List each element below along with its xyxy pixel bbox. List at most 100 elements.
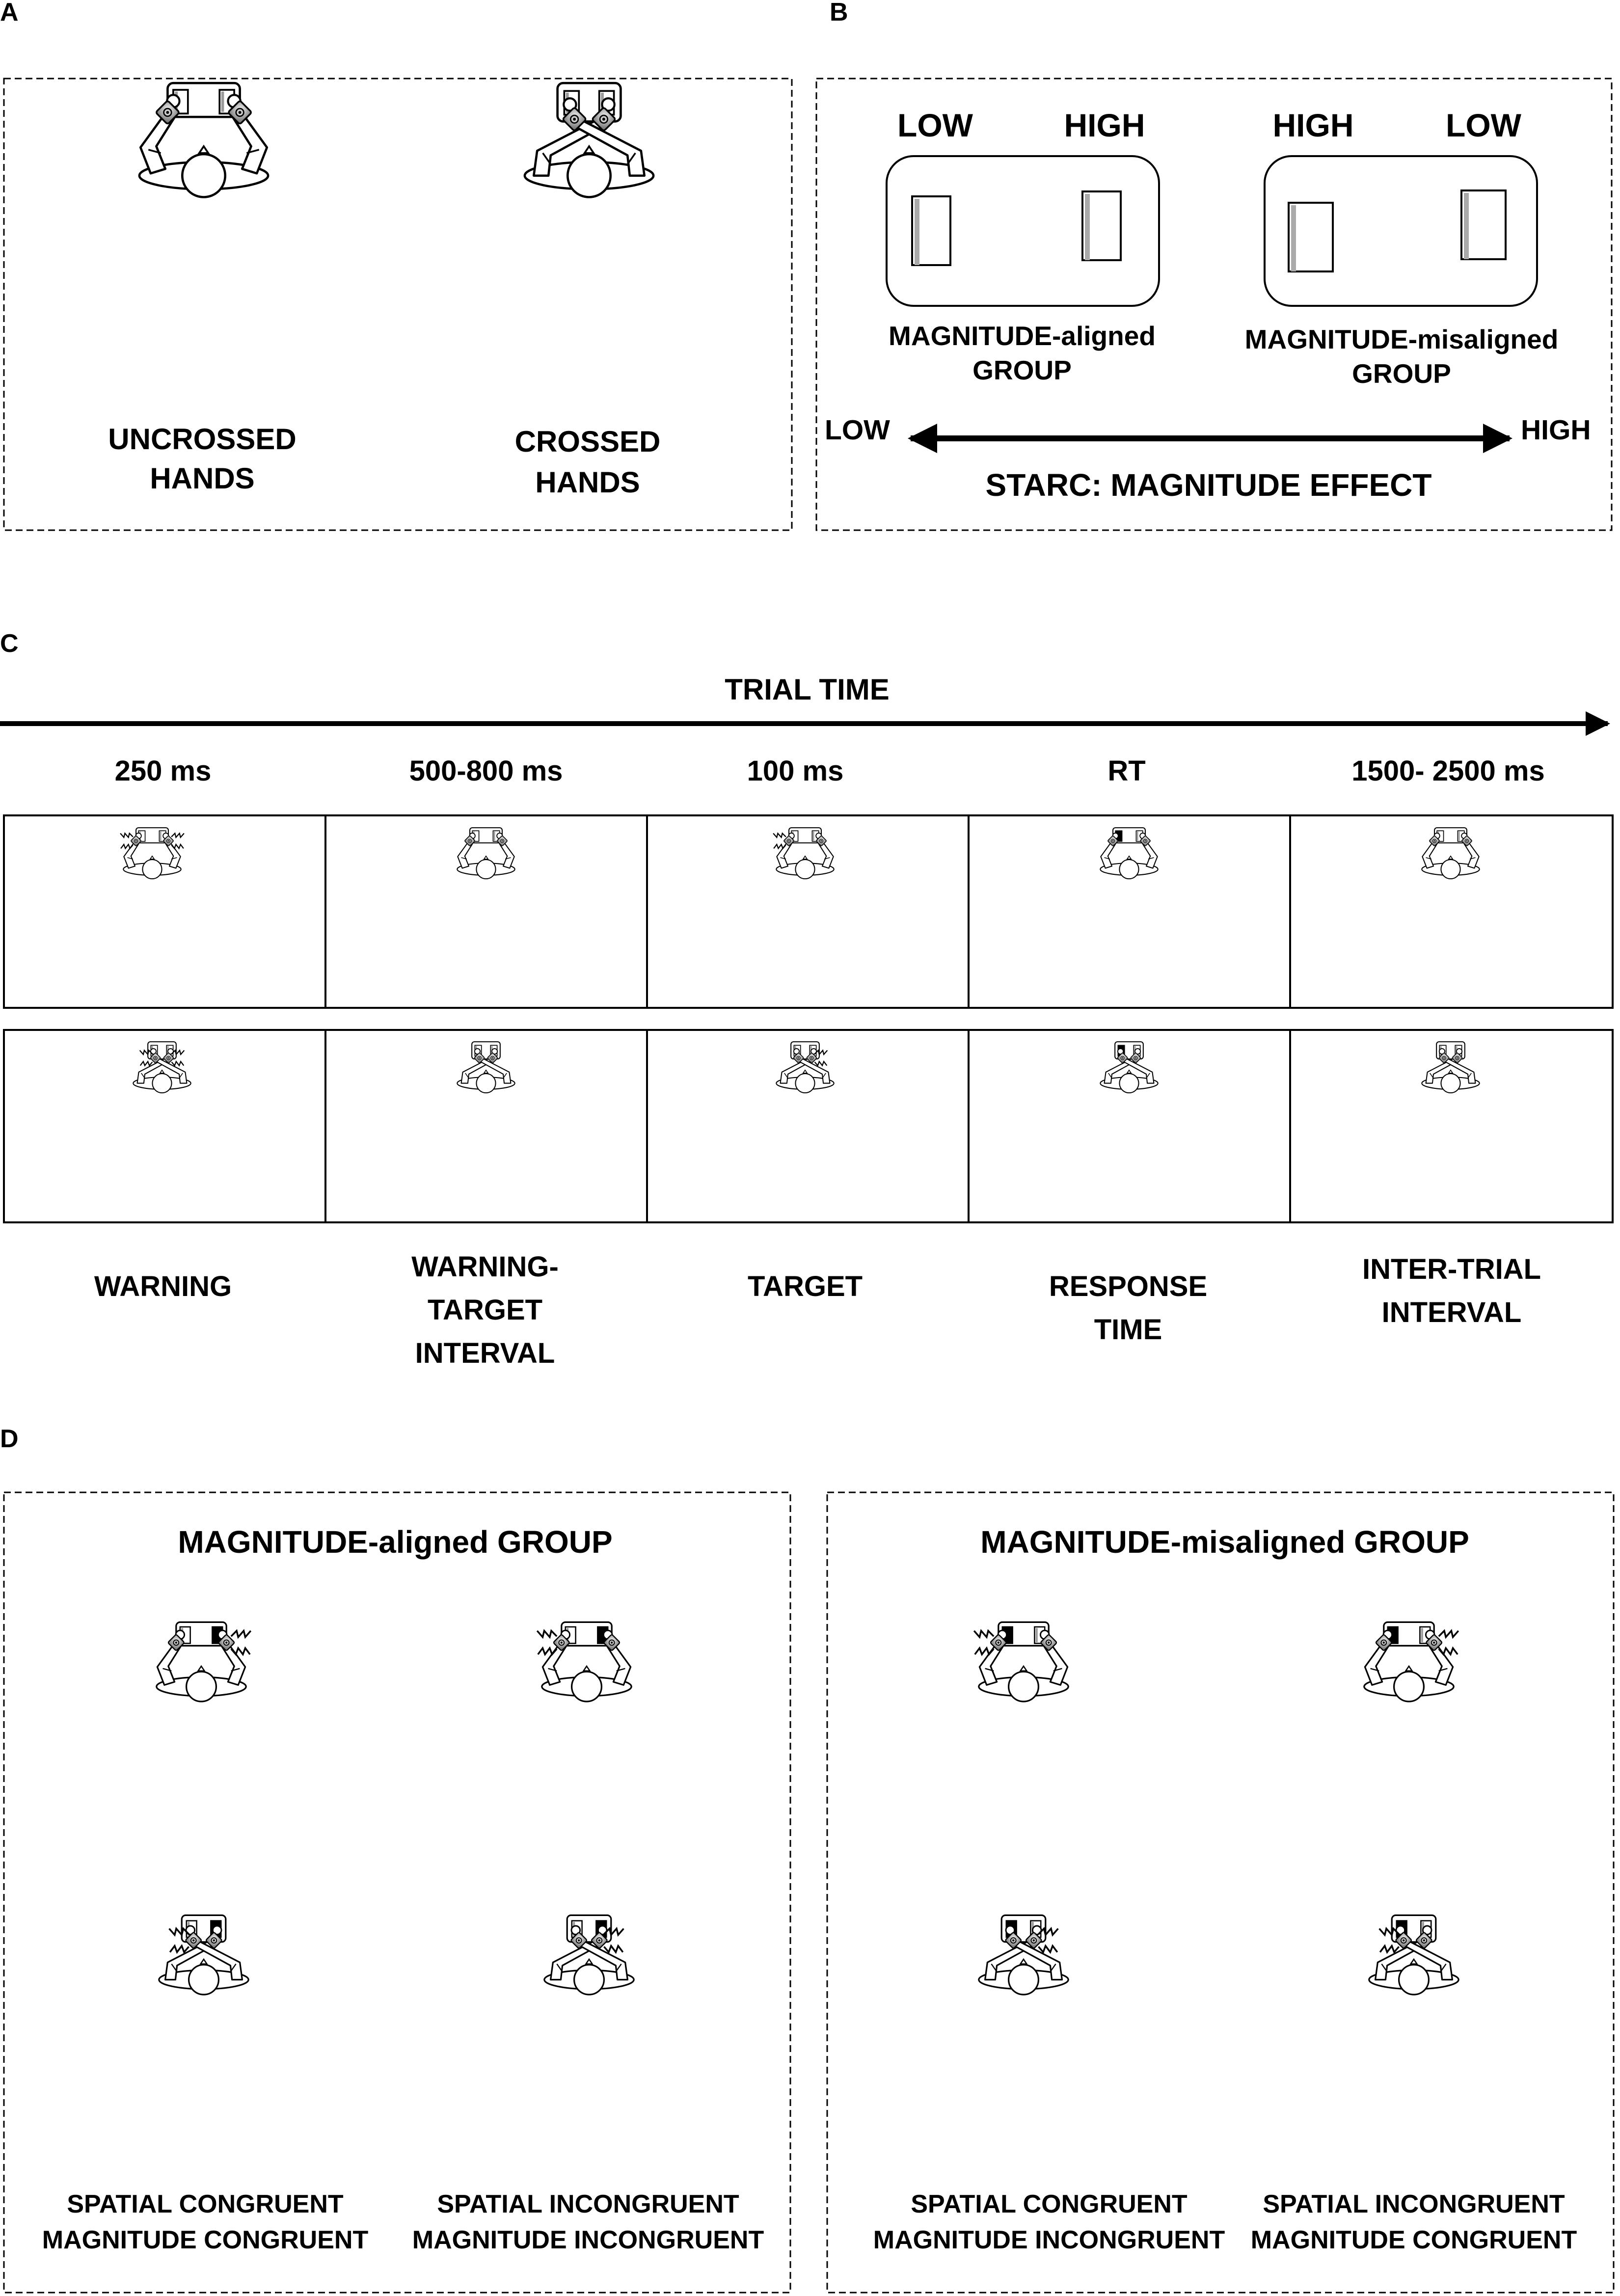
vibration-icon [230,1629,252,1639]
nose [1404,1665,1413,1672]
misaligned-group-title: MAGNITUDE-misaligned GROUP [980,1524,1469,1560]
head [152,1073,172,1094]
caption-si-mc-2: MAGNITUDE CONGRUENT [1251,2226,1577,2254]
target-crossed [776,1041,835,1094]
head [567,153,612,198]
nose [582,1665,591,1672]
nose [483,855,489,860]
vibration-icon [171,832,185,839]
timeline-frame [968,814,1291,1009]
nose [1448,1069,1454,1074]
crossed-label-2: HANDS [535,466,640,499]
nose [802,1069,808,1074]
duration-target: 100 ms [747,755,844,787]
vibration-icon [168,1926,189,1937]
panel-d-letter: D [0,1425,19,1453]
head [795,1073,815,1094]
caption-si-mc-1: SPATIAL INCONGRUENT [1263,2190,1565,2218]
caption-sc-mc-2: MAGNITUDE CONGRUENT [42,2226,369,2254]
vibration-icon [1379,1944,1400,1954]
head [476,859,496,880]
aligned-response-box [886,155,1160,307]
aligned-group-label-2: GROUP [972,355,1072,385]
misaligned-uncrossed-right-target [1363,1621,1459,1702]
target-uncrossed [773,827,835,880]
vibration-icon [171,1049,185,1056]
panel-b-letter: B [830,0,848,27]
nose [583,144,595,154]
timeline-frame [1289,1029,1614,1223]
vibration-icon [974,1646,995,1656]
aligned-crossed-right-target [543,1914,635,1996]
phase-wti-3: INTERVAL [415,1337,555,1369]
head [1119,1073,1139,1094]
response-uncrossed [1100,827,1159,880]
head [1440,1073,1461,1094]
misaligned-group-label-2: GROUP [1352,358,1451,389]
misaligned-uncrossed-left-target [973,1621,1069,1702]
vibration-icon [1038,1944,1058,1954]
nose [585,1958,594,1965]
vibration-icon [120,843,134,850]
panel-c-letter: C [0,629,19,658]
iti-uncrossed [1421,827,1480,880]
nose [1409,1958,1418,1965]
caption-sc-mi-1: SPATIAL CONGRUENT [911,2190,1188,2218]
head [1119,859,1139,880]
uncrossed-label-1: UNCROSSED [108,423,296,456]
vibration-icon [171,843,184,850]
head [573,1964,605,1996]
vibration-icon [536,1629,558,1639]
vibration-icon [773,843,786,850]
uncrossed-label-2: HANDS [150,462,254,495]
duration-interval: 500-800 ms [409,755,563,787]
phase-response-2: TIME [1094,1314,1162,1346]
nose [1019,1958,1028,1965]
nose [1126,1069,1132,1074]
timeline-frame [3,814,326,1009]
interval-uncrossed [457,827,515,880]
uncrossed-hands-figure [138,81,270,198]
vibration-icon [171,1060,185,1067]
phase-wti-1: WARNING- [411,1251,559,1283]
vibration-icon [1038,1926,1059,1937]
head [1398,1964,1430,1996]
starc-effect-label: STARC: MAGNITUDE EFFECT [986,467,1432,503]
vibration-icon [814,1049,828,1056]
panel-d-misaligned-frame [826,1491,1615,2294]
nose [1448,855,1454,860]
nose [197,1665,206,1672]
trial-time-label: TRIAL TIME [725,673,890,706]
head [188,1964,220,1996]
nose [197,144,210,154]
nose [1019,1665,1028,1672]
head [1393,1671,1425,1702]
vibration-icon [603,1944,624,1954]
panel-b-frame [815,78,1613,531]
timeline-frame [324,814,648,1009]
nose [159,1069,165,1074]
vibration-icon [773,832,786,839]
aligned-low-label: LOW [897,107,973,143]
misaligned-crossed-right-target [978,1914,1069,1996]
head [185,1671,217,1702]
misaligned-high-label: HIGH [1273,107,1354,143]
misaligned-response-box [1264,155,1538,307]
phase-wti-2: TARGET [428,1294,542,1326]
phase-iti-1: INTER-TRIAL [1362,1253,1541,1285]
vibration-icon [139,1060,153,1067]
vibration-icon [1378,1926,1400,1937]
head [795,859,815,880]
head [181,153,226,198]
head [1007,1671,1040,1702]
misaligned-crossed-left-target [1368,1914,1459,1996]
nose [149,855,155,860]
vibration-icon [169,1944,189,1954]
vibration-icon [537,1646,558,1656]
caption-si-mi-1: SPATIAL INCONGRUENT [437,2190,739,2218]
vibration-icon [1438,1629,1459,1639]
duration-iti: 1500- 2500 ms [1351,755,1544,787]
axis-low-label: LOW [825,414,890,446]
vibration-icon [230,1646,251,1656]
caption-sc-mi-2: MAGNITUDE INCONGRUENT [873,2226,1225,2254]
